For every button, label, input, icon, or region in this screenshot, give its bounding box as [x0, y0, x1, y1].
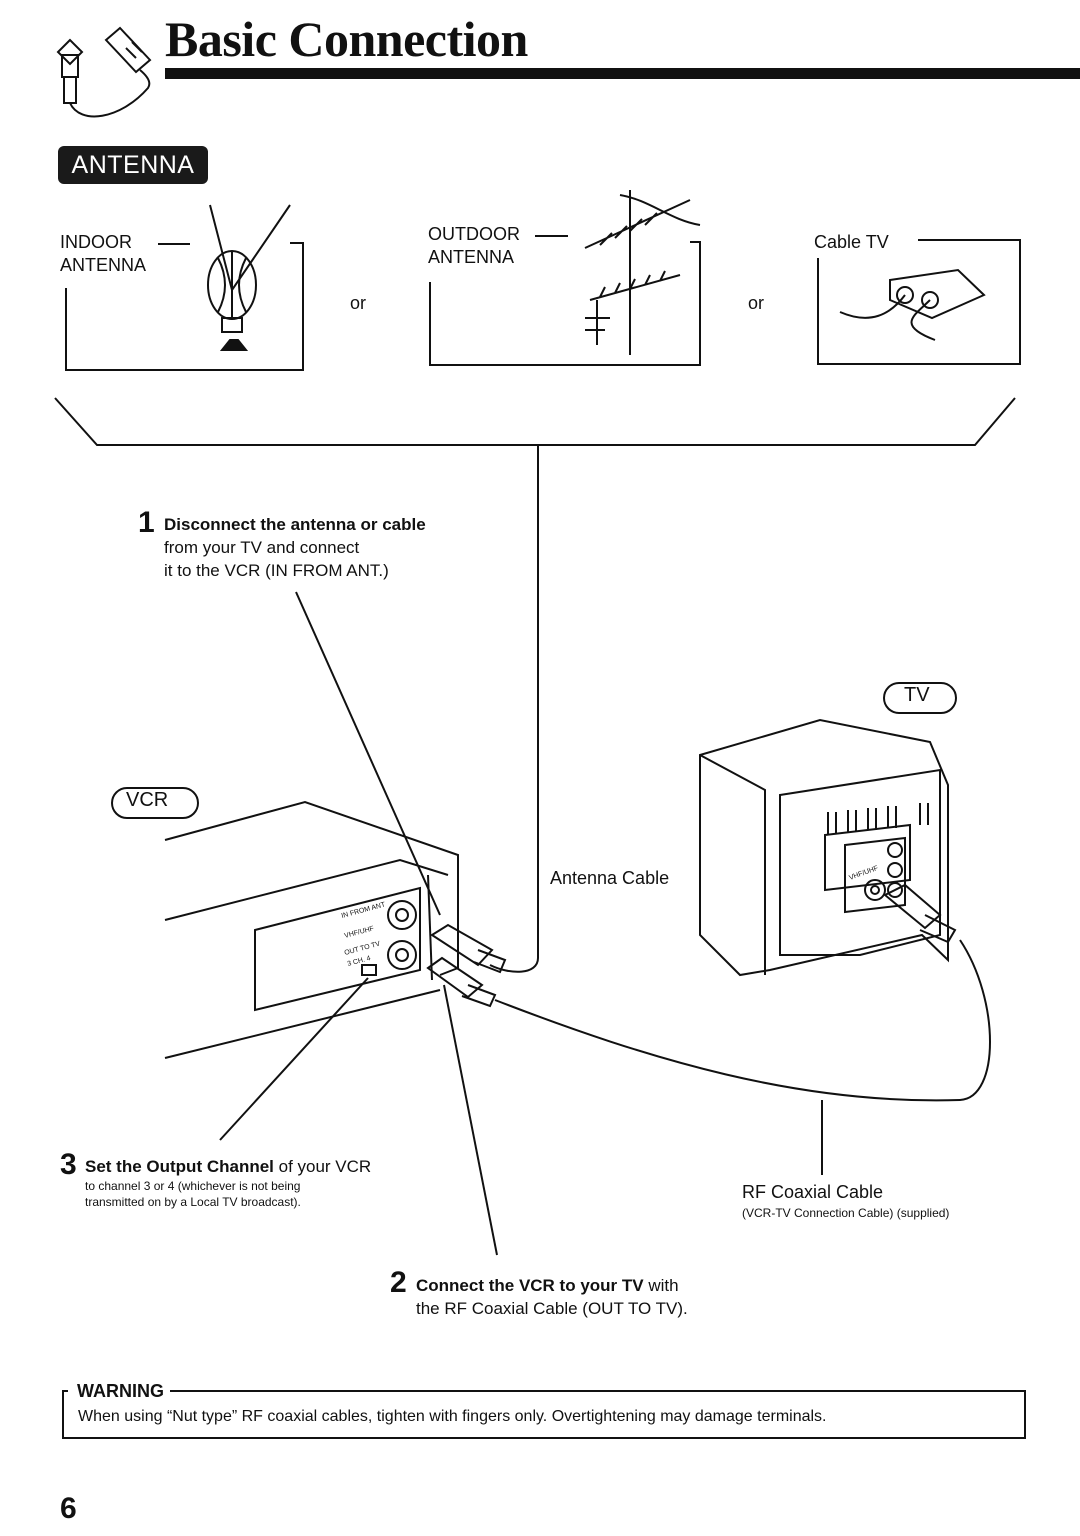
vcr-vhf-uhf-label: VHF/UHF: [344, 925, 375, 940]
tv-illustration: [699, 718, 957, 977]
outdoor-antenna-label-2: ANTENNA: [428, 247, 515, 267]
vcr-label-oval: [111, 787, 199, 819]
step-2-bold: Connect the VCR to your TV: [416, 1276, 644, 1295]
vcr-label: VCR: [126, 789, 169, 811]
step-1-rest-1: from your TV and connect: [164, 538, 360, 557]
warning-box-tick: [62, 1390, 68, 1392]
vcr-illustration: [164, 800, 459, 1059]
step-2-rest-1: with: [643, 1276, 679, 1295]
step-3-text: Set the Output Channel of your VCR: [85, 1155, 371, 1178]
step-2-number: 2: [390, 1266, 407, 1299]
title-rule: [165, 68, 1080, 79]
outdoor-antenna-illustration: [429, 190, 701, 366]
section-badge: ANTENNA: [58, 146, 208, 184]
warning-box-top: [170, 1390, 1024, 1392]
tv-label-oval: [883, 682, 957, 714]
step-1-bold: Disconnect the antenna or cable: [164, 515, 426, 534]
plug-icon: [56, 26, 152, 118]
step-1-text: Disconnect the antenna or cable from you…: [164, 513, 464, 582]
or-label-1: or: [350, 293, 367, 313]
warning-label: WARNING: [75, 1381, 166, 1402]
step-3-rest: of your VCR: [273, 1157, 372, 1176]
rf-coaxial-note: (VCR-TV Connection Cable) (supplied): [742, 1206, 950, 1220]
step-3-bold: Set the Output Channel: [85, 1157, 274, 1176]
vcr-out-to-tv-label: OUT TO TV: [344, 941, 382, 957]
antenna-cable-label: Antenna Cable: [550, 868, 670, 888]
warning-text: When using “Nut type” RF coaxial cables,…: [78, 1408, 827, 1425]
step-1-rest-2: it to the VCR (IN FROM ANT.): [164, 561, 389, 580]
indoor-antenna-illustration: [65, 204, 304, 371]
step-1-number: 1: [138, 506, 155, 539]
indoor-antenna-label-2: ANTENNA: [60, 255, 147, 275]
or-label-2: or: [748, 293, 765, 313]
rf-coaxial-label: RF Coaxial Cable: [742, 1182, 884, 1202]
cable-tv-label: Cable TV: [814, 232, 889, 252]
step-2-text: Connect the VCR to your TV with the RF C…: [416, 1274, 776, 1320]
coaxial-plug-icon: [426, 923, 507, 1008]
cable-tv-illustration: [817, 239, 1021, 365]
step-2-rest-2: the RF Coaxial Cable (OUT TO TV).: [416, 1299, 688, 1318]
page-number: 6: [60, 1492, 77, 1525]
page-title: Basic Connection: [165, 11, 528, 67]
warning-box: [62, 1390, 1026, 1439]
indoor-antenna-label-1: INDOOR: [60, 232, 132, 252]
outdoor-antenna-label-1: OUTDOOR: [428, 224, 520, 244]
tv-label: TV: [904, 684, 930, 706]
step-3-number: 3: [60, 1148, 77, 1181]
step-3-note-2: transmitted on by a Local TV broadcast).: [85, 1195, 301, 1209]
vcr-in-from-ant-label: IN FROM ANT: [341, 901, 387, 920]
step-3-note-1: to channel 3 or 4 (whichever is not bein…: [85, 1179, 301, 1193]
